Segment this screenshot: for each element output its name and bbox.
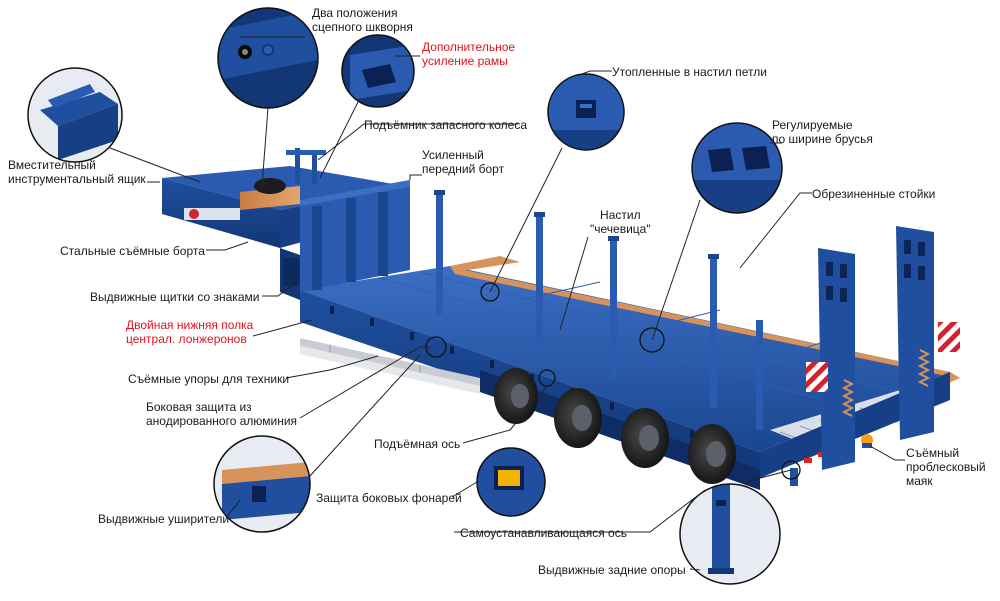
wheels [494, 368, 736, 484]
label-kingpin-line-1: Два положения [312, 6, 398, 20]
label-double-shelf: Двойная нижняя полка централ. лонжеронов [126, 318, 253, 346]
label-spare-wheel-lift: Подъёмник запасного колеса [364, 118, 528, 132]
label-steel-sides: Стальные съёмные борта [60, 244, 205, 258]
detail-insets [27, 7, 801, 585]
label-double-shelf-line-2: централ. лонжеронов [126, 332, 247, 346]
label-extendable-wideners: Выдвижные уширители [98, 512, 230, 526]
label-deck-line-1: Настил [600, 208, 641, 222]
label-beacon-line-3: маяк [906, 474, 933, 488]
label-kingpin-line-2: сцепного шкворня [312, 20, 413, 34]
label-side-protection: Боковая защита из анодированного алюмини… [146, 400, 297, 428]
label-side-protection-line-1: Боковая защита из [146, 400, 252, 414]
label-frame-reinforcement-line-1: Дополнительное [422, 40, 516, 54]
label-front-wall-line-2: передний борт [422, 162, 505, 176]
label-deck: Настил "чечевица" [590, 208, 651, 236]
label-beacon-line-2: проблесковый [906, 460, 986, 474]
label-deck-line-2: "чечевица" [590, 222, 651, 236]
label-rubber-stakes: Обрезиненные стойки [812, 187, 936, 201]
label-front-wall-line-1: Усиленный [422, 148, 484, 162]
label-rear-supports: Выдвижные задние опоры [538, 563, 686, 577]
trailer-body [162, 148, 960, 490]
label-removable-supports: Съёмные упоры для техники [128, 372, 290, 386]
label-kingpin: Два положения сцепного шкворня [312, 6, 413, 34]
label-self-steering-axle: Самоустанавливающаяся ось [460, 526, 627, 540]
label-beacon-line-1: Съёмный [906, 446, 960, 460]
leader-lines [109, 36, 905, 571]
label-toolbox-line-1: Вместительный [8, 158, 96, 172]
label-adjustable-beams-line-2: по ширине брусья [772, 132, 873, 146]
label-toolbox-line-2: инструментальный ящик [8, 172, 146, 186]
label-side-protection-line-2: анодированного алюминия [146, 414, 298, 428]
label-frame-reinforcement: Дополнительное усиление рамы [422, 40, 515, 68]
label-front-wall: Усиленный передний борт [422, 148, 504, 176]
label-beacon: Съёмный проблесковый маяк [906, 446, 986, 488]
label-adjustable-beams: Регулируемые по ширине брусья [772, 118, 873, 146]
label-recessed-loops: Утопленные в настил петли [612, 65, 767, 79]
label-sign-panels: Выдвижные щитки со знаками [90, 290, 260, 304]
label-lamp-protection: Защита боковых фонарей [316, 491, 462, 505]
label-toolbox: Вместительный инструментальный ящик [8, 158, 146, 186]
label-frame-reinforcement-line-2: усиление рамы [422, 54, 508, 68]
label-double-shelf-line-1: Двойная нижняя полка [126, 318, 254, 332]
label-adjustable-beams-line-1: Регулируемые [772, 118, 853, 132]
label-lift-axle: Подъёмная ось [374, 437, 461, 451]
